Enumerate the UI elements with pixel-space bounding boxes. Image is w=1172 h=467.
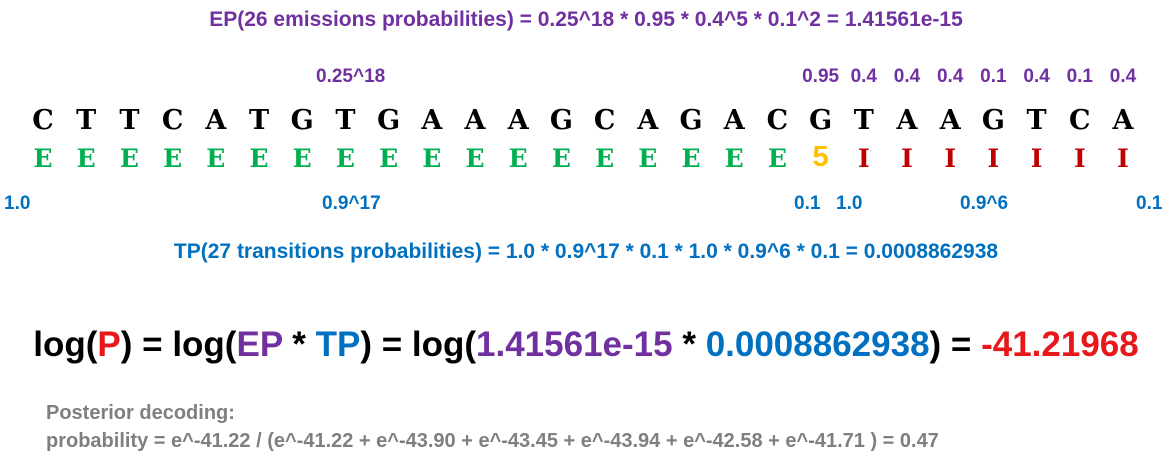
log-tp-value: 0.0008862938	[705, 325, 930, 364]
state-label: E	[681, 144, 701, 173]
nucleotide: T	[119, 105, 140, 136]
state-label: E	[638, 144, 658, 173]
state-label: E	[551, 144, 571, 173]
log-probability-equation: log(P) = log(EP * TP) = log(1.41561e-15 …	[0, 325, 1172, 365]
nucleotide: G	[981, 105, 1005, 136]
transition-probability-formula: TP(27 transitions probabilities) = 1.0 *…	[173, 240, 999, 263]
log-tp-symbol: TP	[315, 325, 361, 364]
transition-to-i-label: 1.0	[836, 193, 863, 214]
emission-label: 0.4	[936, 66, 964, 87]
posterior-formula: probability = e^-41.22 / (e^-41.22 + e^-…	[46, 430, 939, 452]
log-prefix: log(	[33, 325, 98, 364]
nucleotide: A	[723, 105, 745, 136]
state-label: E	[206, 144, 226, 173]
state-label: E	[379, 144, 399, 173]
nucleotide: A	[421, 105, 443, 136]
state-label: I	[1117, 144, 1129, 173]
nucleotide: G	[549, 105, 573, 136]
nucleotide: A	[464, 105, 486, 136]
nucleotide: C	[1069, 105, 1091, 136]
state-label: E	[249, 144, 269, 173]
nucleotide: T	[76, 105, 97, 136]
state-label: E	[508, 144, 528, 173]
state-label: I	[901, 144, 913, 173]
nucleotide: A	[507, 105, 529, 136]
state-label: E	[465, 144, 485, 173]
state-label: E	[767, 144, 787, 173]
nucleotide: G	[809, 105, 833, 136]
nucleotide: T	[248, 105, 270, 136]
transition-e-group-label: 0.9^17	[322, 193, 381, 214]
state-label: I	[1030, 144, 1043, 173]
nucleotide: G	[377, 105, 401, 136]
log-p-symbol: P	[97, 325, 121, 364]
state-label: E	[119, 144, 139, 173]
nucleotide: A	[939, 105, 961, 136]
state-label: I	[987, 144, 1000, 173]
log-ep-symbol: EP	[236, 325, 283, 364]
log-result: -41.21968	[981, 325, 1139, 364]
posterior-title: Posterior decoding:	[46, 402, 235, 424]
log-times-1: *	[282, 325, 316, 364]
transition-start-label: 1.0	[4, 193, 31, 214]
nucleotide: C	[161, 105, 184, 136]
state-label: E	[292, 144, 312, 173]
state-label: E	[33, 144, 53, 173]
state-label: 5	[812, 141, 829, 173]
nucleotide: T	[335, 105, 356, 136]
emission-label: 0.1	[1066, 66, 1094, 87]
nucleotide: A	[637, 105, 659, 136]
transition-end-label: 0.1	[1136, 193, 1163, 214]
nucleotide: C	[593, 105, 616, 136]
state-label: E	[422, 144, 442, 173]
log-mid-2: ) = log(	[360, 325, 477, 364]
nucleotide: G	[290, 105, 314, 136]
nucleotide: C	[32, 105, 54, 136]
state-label: E	[724, 144, 744, 173]
transition-i-group-label: 0.9^6	[960, 193, 1009, 214]
nucleotide: C	[766, 105, 789, 136]
emission-group-label: 0.25^18	[316, 66, 386, 87]
nucleotide: G	[679, 105, 703, 136]
nucleotide: T	[1026, 105, 1047, 136]
emission-label: 0.4	[1023, 66, 1050, 87]
emission-label: 0.4	[850, 66, 878, 87]
state-label: E	[595, 144, 615, 173]
log-mid-3: ) =	[929, 325, 982, 364]
state-label: E	[335, 144, 355, 173]
nucleotide: T	[853, 105, 874, 136]
state-label: I	[944, 144, 957, 173]
transition-to-5-label: 0.1	[794, 193, 821, 214]
emission-label: 0.95	[802, 66, 840, 87]
emission-probability-formula: EP(26 emissions probabilities) = 0.25^18…	[209, 8, 963, 31]
log-mid-1: ) = log(	[120, 325, 237, 364]
state-label: E	[76, 144, 96, 173]
emission-label: 0.4	[893, 66, 921, 87]
log-times-2: *	[672, 325, 706, 364]
state-label: I	[857, 144, 870, 173]
emission-label: 0.4	[1109, 66, 1137, 87]
log-ep-value: 1.41561e-15	[476, 325, 673, 364]
state-label: E	[163, 144, 183, 173]
nucleotide: A	[205, 105, 227, 136]
nucleotide: A	[896, 105, 918, 136]
nucleotide: A	[1112, 105, 1134, 136]
emission-label: 0.1	[980, 66, 1007, 87]
state-label: I	[1073, 144, 1086, 173]
